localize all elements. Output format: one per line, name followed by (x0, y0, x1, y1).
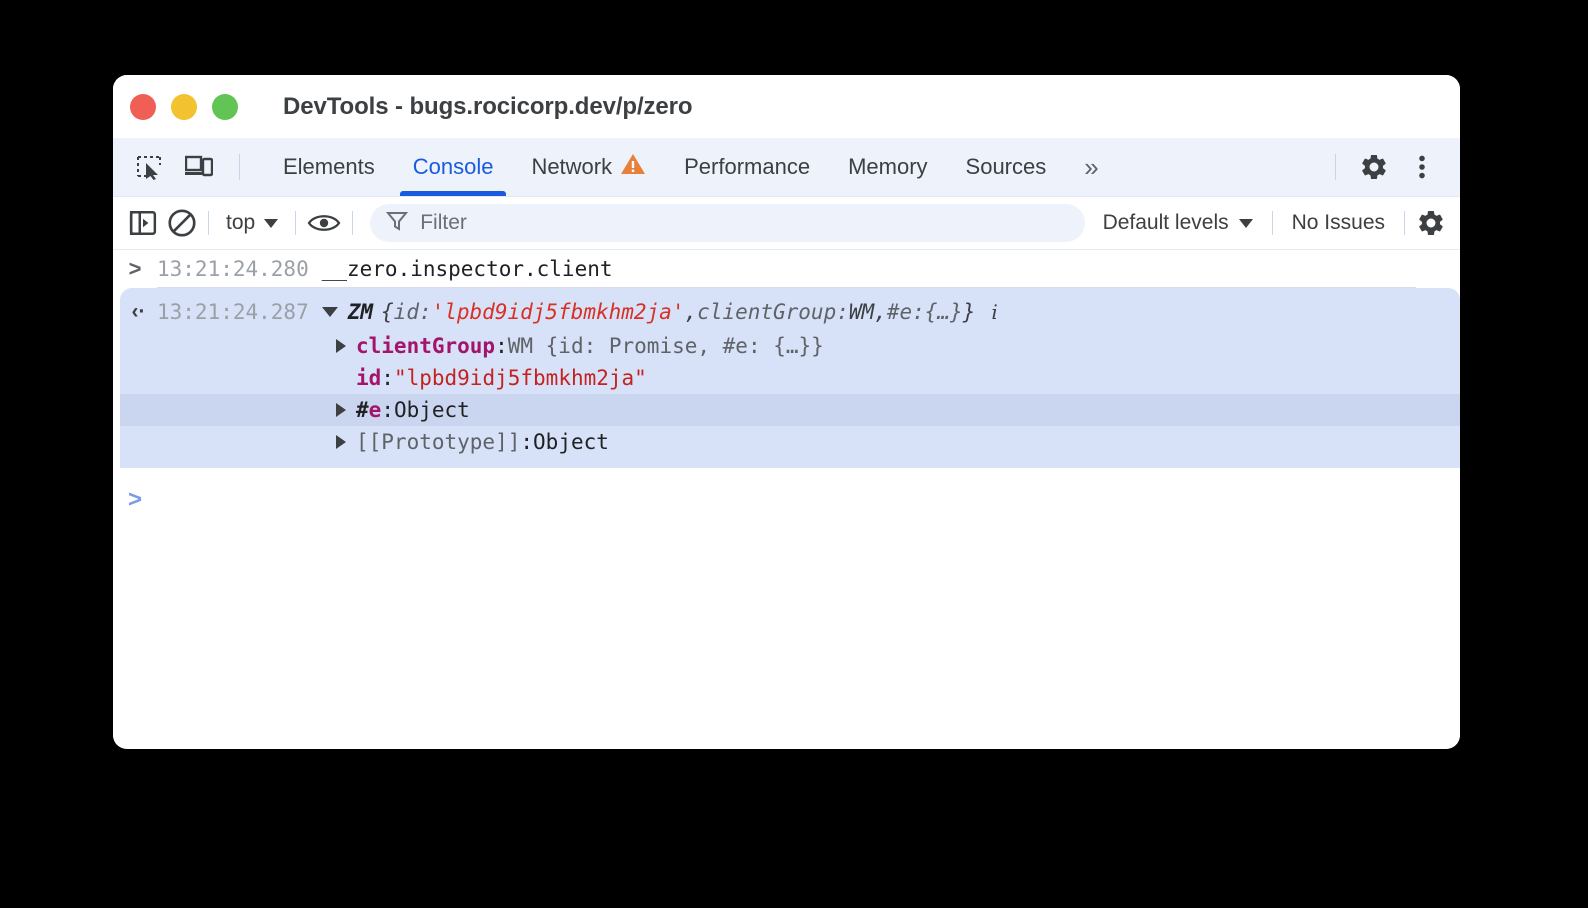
property-separator: : (381, 398, 394, 422)
eye-icon[interactable] (307, 204, 341, 242)
property-value: Object (393, 398, 470, 422)
preview-key-e: #e: (886, 300, 925, 324)
zoom-window-button[interactable] (212, 93, 238, 120)
panel-tabs: Elements Console Network Performance (264, 138, 1115, 196)
property-name: [[Prototype]] (356, 430, 521, 454)
console-command-message[interactable]: > 13:21:24.280 __zero.inspector.client (113, 250, 1460, 287)
preview-separator-2: , (874, 300, 887, 324)
tab-console[interactable]: Console (394, 138, 513, 196)
toolbar-divider-4 (1271, 211, 1273, 235)
property-row-prototype[interactable]: [[Prototype]] : Object (120, 426, 1460, 458)
preview-value-clientgroup: WM (848, 300, 875, 324)
tab-elements-label: Elements (283, 154, 375, 179)
chevron-double-right-icon: » (1084, 151, 1099, 182)
filter-funnel-icon (386, 210, 409, 237)
property-row-private-e[interactable]: #e : Object (120, 394, 1460, 426)
chevron-right-icon: > (127, 486, 142, 513)
tab-memory-label: Memory (848, 154, 928, 179)
console-toolbar: top Filter Default levels No Issues (113, 197, 1460, 250)
toolbar-divider-5 (1404, 211, 1405, 235)
window-titlebar: DevTools - bugs.rocicorp.dev/p/zero (113, 75, 1460, 138)
settings-gear-icon[interactable] (1354, 147, 1394, 187)
result-header-row[interactable]: ‹· 13:21:24.287 ZM { id: 'lpbd9idj5fbmkh… (120, 294, 1460, 330)
inspect-element-icon[interactable] (129, 147, 169, 187)
expand-toggle-icon[interactable] (336, 435, 346, 449)
execution-context-selector[interactable]: top (220, 211, 284, 235)
devtools-tabbar: Elements Console Network Performance (113, 138, 1460, 197)
tab-memory[interactable]: Memory (829, 138, 946, 196)
property-separator: : (520, 430, 534, 454)
property-separator: : (381, 366, 394, 390)
property-row-id[interactable]: id : "lpbd9idj5fbmkhm2ja" (120, 362, 1460, 394)
property-name: e (368, 398, 382, 422)
tab-network[interactable]: Network (512, 138, 665, 196)
console-filter-field[interactable]: Filter (370, 204, 1085, 242)
result-constructor-name: ZM (347, 300, 374, 324)
warning-triangle-icon (620, 152, 646, 182)
filter-placeholder: Filter (420, 211, 467, 234)
command-timestamp: 13:21:24.280 (157, 256, 309, 281)
execution-context-label: top (226, 211, 256, 234)
console-settings-gear-icon[interactable] (1416, 204, 1446, 242)
result-timestamp: 13:21:24.287 (157, 300, 309, 324)
return-value-icon: ‹· (131, 300, 146, 323)
expand-toggle-icon[interactable] (321, 307, 338, 317)
toolbar-divider-1 (208, 211, 209, 235)
clear-console-icon[interactable] (167, 204, 197, 242)
message-divider (157, 287, 1416, 288)
preview-key-clientgroup: clientGroup: (697, 300, 849, 324)
window-title: DevTools - bugs.rocicorp.dev/p/zero (283, 92, 693, 120)
preview-separator-1: , (684, 300, 698, 324)
more-options-icon[interactable] (1402, 147, 1442, 187)
preview-value-id: 'lpbd9idj5fbmkhm2ja' (431, 300, 685, 324)
toolbar-divider-3 (352, 211, 354, 235)
close-window-button[interactable] (130, 93, 156, 120)
tab-sources[interactable]: Sources (947, 138, 1066, 196)
property-separator: : (495, 334, 508, 358)
console-prompt-row[interactable]: > (113, 480, 1460, 520)
tab-performance[interactable]: Performance (665, 138, 829, 196)
toolbar-divider-2 (295, 211, 297, 235)
info-marker-icon[interactable]: i (991, 300, 998, 324)
tab-elements[interactable]: Elements (264, 138, 394, 196)
property-value: "lpbd9idj5fbmkhm2ja" (393, 366, 647, 390)
tab-sources-label: Sources (965, 154, 1047, 179)
console-sidebar-icon[interactable] (129, 204, 157, 242)
tab-network-label: Network (531, 154, 613, 179)
tab-console-label: Console (412, 154, 494, 179)
device-toolbar-icon[interactable] (179, 147, 219, 187)
devtools-window: DevTools - bugs.rocicorp.dev/p/zero (113, 75, 1460, 749)
expand-toggle-icon[interactable] (336, 339, 346, 353)
tab-performance-label: Performance (684, 154, 811, 179)
tabbar-left-icons (113, 138, 250, 196)
traffic-lights (130, 93, 238, 120)
minimize-window-button[interactable] (171, 93, 197, 120)
log-levels-label: Default levels (1102, 211, 1229, 234)
tabbar-right-divider (1335, 154, 1336, 180)
preview-close-brace: } (962, 300, 976, 324)
property-row-clientgroup[interactable]: clientGroup : WM {id: Promise, #e: {…}} (120, 330, 1460, 362)
log-levels-selector[interactable]: Default levels (1095, 211, 1261, 235)
console-message-list[interactable]: > 13:21:24.280 __zero.inspector.client ‹… (113, 250, 1460, 749)
tab-overflow-button[interactable]: » (1065, 138, 1114, 196)
chevron-down-icon (264, 218, 279, 228)
tabbar-right-icons (1325, 138, 1460, 196)
prompt-gutter: > (113, 488, 157, 512)
preview-value-e: {…} (924, 300, 963, 324)
command-prompt-gutter: > (113, 255, 157, 281)
command-text: __zero.inspector.client (321, 256, 613, 281)
chevron-right-icon: > (128, 255, 142, 281)
preview-key-id: id: (393, 300, 432, 324)
property-name-hash: # (356, 398, 369, 422)
console-result-message[interactable]: ‹· 13:21:24.287 ZM { id: 'lpbd9idj5fbmkh… (120, 288, 1460, 468)
tabbar-divider (239, 154, 240, 180)
property-value: WM {id: Promise, #e: {…}} (507, 334, 824, 358)
property-name: clientGroup (356, 334, 496, 358)
property-name: id (356, 366, 382, 390)
preview-open-brace: { (381, 300, 394, 324)
property-value: Object (533, 430, 609, 454)
issues-counter[interactable]: No Issues (1291, 211, 1385, 234)
expand-toggle-icon[interactable] (336, 403, 346, 417)
chevron-down-icon (1238, 218, 1253, 228)
